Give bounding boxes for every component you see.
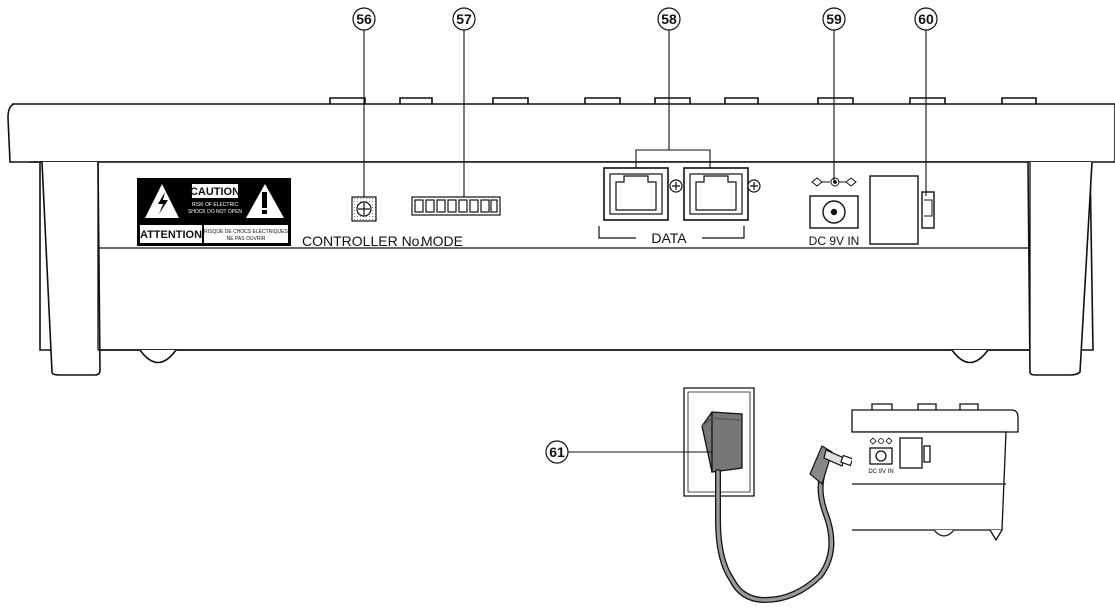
cord-hook[interactable] [869, 175, 935, 245]
svg-text:60: 60 [918, 11, 934, 27]
dc-in-jack[interactable] [809, 177, 859, 229]
svg-text:59: 59 [826, 11, 842, 27]
dc-in-label: DC 9V IN [809, 234, 860, 248]
dc-in-small-label: DC 9V IN [868, 469, 893, 475]
rubber-foot-left [139, 349, 177, 364]
right-foot [1027, 161, 1093, 376]
attention-text: ATTENTION [140, 229, 202, 241]
ac-adapter[interactable] [701, 411, 743, 473]
svg-text:58: 58 [661, 11, 677, 27]
top-keys [329, 97, 1037, 104]
top-lip [7, 103, 1115, 163]
callout-61: 61 [545, 440, 569, 464]
controller-number-switch[interactable] [351, 196, 377, 222]
svg-text:57: 57 [456, 11, 472, 27]
svg-text:56: 56 [356, 11, 372, 27]
attention-line1: RISQUE DE CHOCS ELECTRIQUES [204, 229, 288, 235]
caution-line1: RISK OF ELECTRIC [192, 202, 239, 208]
callouts: 56 57 58 59 60 [352, 7, 938, 31]
left-foot [30, 161, 101, 376]
callout-57: 57 [452, 7, 476, 31]
ac-adapter-illustration: 61 DC 9V IN [545, 387, 1019, 604]
data-label: DATA [651, 230, 687, 246]
callout-60: 60 [914, 7, 938, 31]
caution-line2: SHOCK DO NOT OPEN [188, 209, 242, 215]
callout-leaders [363, 30, 927, 197]
svg-text:61: 61 [549, 444, 565, 460]
callout-58: 58 [657, 7, 681, 31]
mode-label: MODE [421, 233, 463, 249]
data-bracket [598, 226, 745, 239]
callout-59: 59 [822, 7, 846, 31]
data-ports [603, 167, 761, 221]
rubber-foot-right [951, 349, 989, 364]
controller-number-label: CONTROLLER No. [302, 233, 423, 249]
caution-text: CAUTION [190, 186, 240, 198]
mode-dip-switch[interactable] [411, 196, 501, 216]
controller-side-view [851, 403, 1019, 542]
dc-plug [809, 445, 854, 486]
attention-line2: NE PAS OUVRIR [227, 236, 266, 242]
warning-label: CAUTION RISK OF ELECTRIC SHOCK DO NOT OP… [137, 178, 291, 246]
callout-56: 56 [352, 7, 376, 31]
